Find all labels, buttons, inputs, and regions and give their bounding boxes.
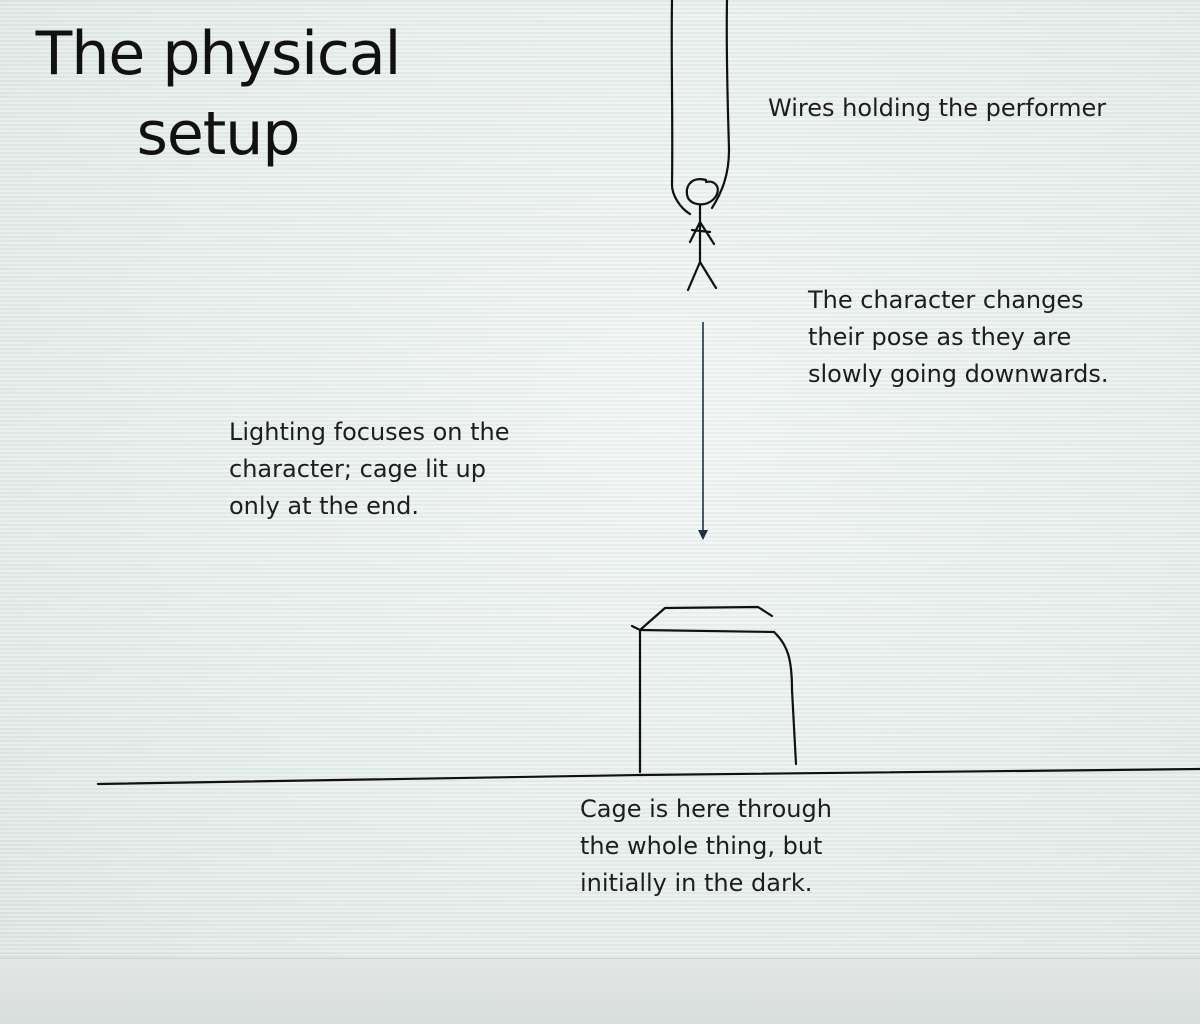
slide-title-line-1: The physical [35,19,402,89]
pose-annotation: The character changes their pose as they… [808,282,1168,393]
left-wire [670,0,692,216]
performer-head [685,178,719,206]
cage-annotation-line-3: initially in the dark. [580,869,813,897]
cage-top-bar [638,628,776,634]
cage-annotation: Cage is here through the whole thing, bu… [580,791,880,902]
cage-right-side [772,630,798,766]
slide-title: The physical setup [8,14,428,174]
pose-annotation-line-2: their pose as they are [808,323,1072,351]
cage-annotation-line-2: the whole thing, but [580,832,823,860]
screen-bottom-band [0,958,1200,1024]
slide-title-line-2: setup [136,99,301,169]
wires-annotation: Wires holding the performer [768,90,1168,127]
lighting-annotation-line-2: character; cage lit up [229,455,486,483]
cage-top-left [630,605,774,632]
lighting-annotation-line-1: Lighting focuses on the [229,418,510,446]
pose-annotation-line-1: The character changes [808,286,1084,314]
right-wire [710,0,731,210]
lighting-annotation-line-3: only at the end. [229,492,419,520]
performer-body [686,204,718,292]
lighting-annotation: Lighting focuses on the character; cage … [229,414,559,525]
wires-annotation-text: Wires holding the performer [768,94,1107,122]
stage-floor-line [96,767,1200,786]
descent-arrowhead [698,530,708,540]
cage-annotation-line-1: Cage is here through [580,795,832,823]
pose-annotation-line-3: slowly going downwards. [808,360,1109,388]
